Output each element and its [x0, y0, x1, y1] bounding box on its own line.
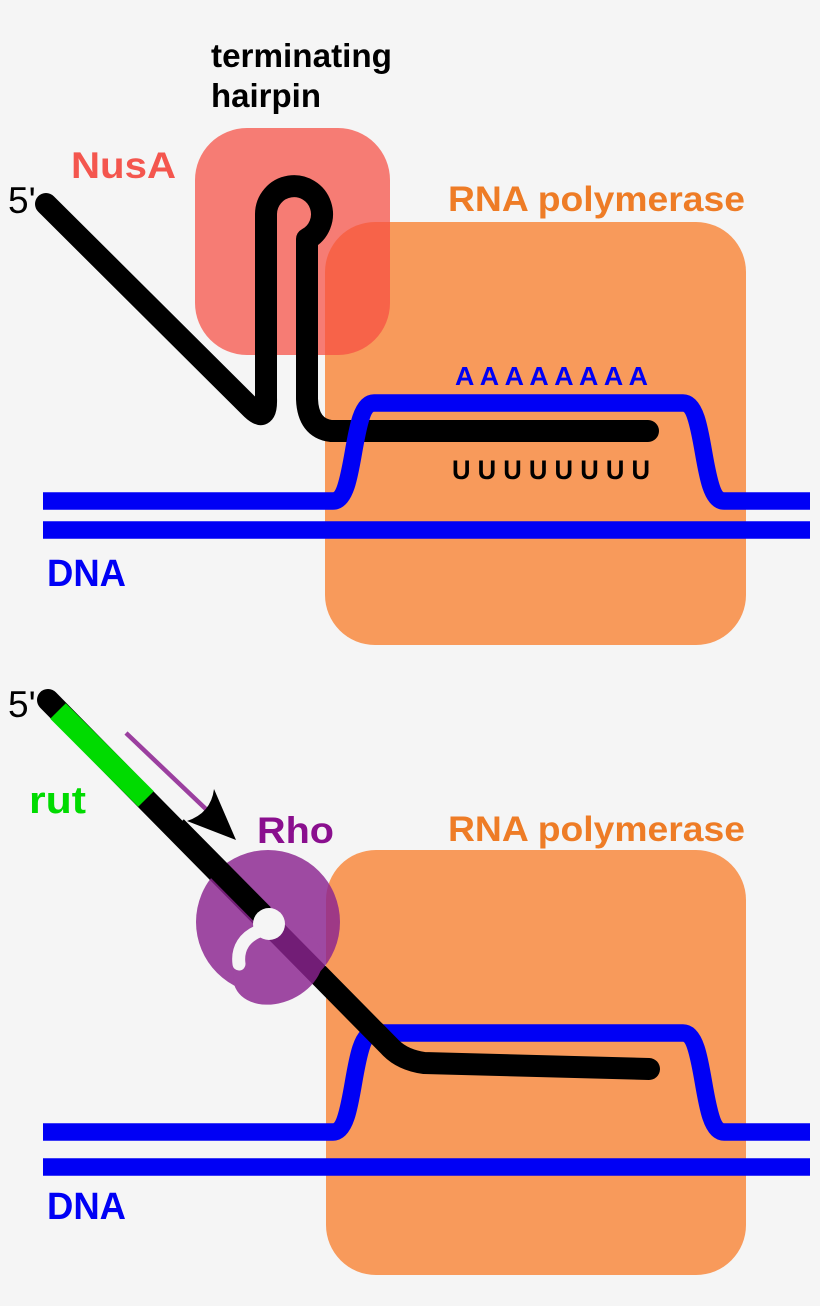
five-prime-label: 5': [8, 684, 36, 725]
rho-label: Rho: [257, 810, 334, 851]
translocation-arrow-line: [124, 731, 211, 814]
translocation-arrowhead-icon: [187, 789, 236, 840]
dna-label: DNA: [47, 553, 126, 595]
hairpin-label-line2: hairpin: [211, 77, 321, 114]
poly-u-sequence: U U U U U U U U: [452, 455, 650, 485]
bottom-panel: 5' rut Rho RNA polymerase DNA: [8, 684, 810, 1275]
rna-over-rho-segment: [168, 819, 271, 923]
nusa-protein-shape: [195, 128, 390, 355]
rut-label: rut: [29, 780, 86, 822]
nusa-label: NusA: [71, 145, 176, 186]
poly-a-sequence: A A A A A A A A: [455, 361, 648, 391]
rna-hairpin-strand: [35, 175, 659, 442]
five-prime-label: 5': [8, 180, 36, 221]
rna-polymerase-label: RNA polymerase: [448, 810, 745, 849]
rna-strand: [37, 689, 660, 1080]
rut-site-segment: [50, 703, 154, 807]
dna-label: DNA: [47, 1186, 126, 1228]
rna-polymerase-label: RNA polymerase: [448, 180, 745, 219]
rho-bottom-lobe: [233, 931, 323, 1005]
top-panel: 5' NusA terminating hairpin RNA polymera…: [8, 37, 810, 645]
dna-top-strand: [43, 394, 810, 510]
hairpin-label-line1: terminating: [211, 37, 392, 74]
rho-ring-notch: [232, 923, 269, 971]
dna-top-strand: [43, 1024, 810, 1141]
